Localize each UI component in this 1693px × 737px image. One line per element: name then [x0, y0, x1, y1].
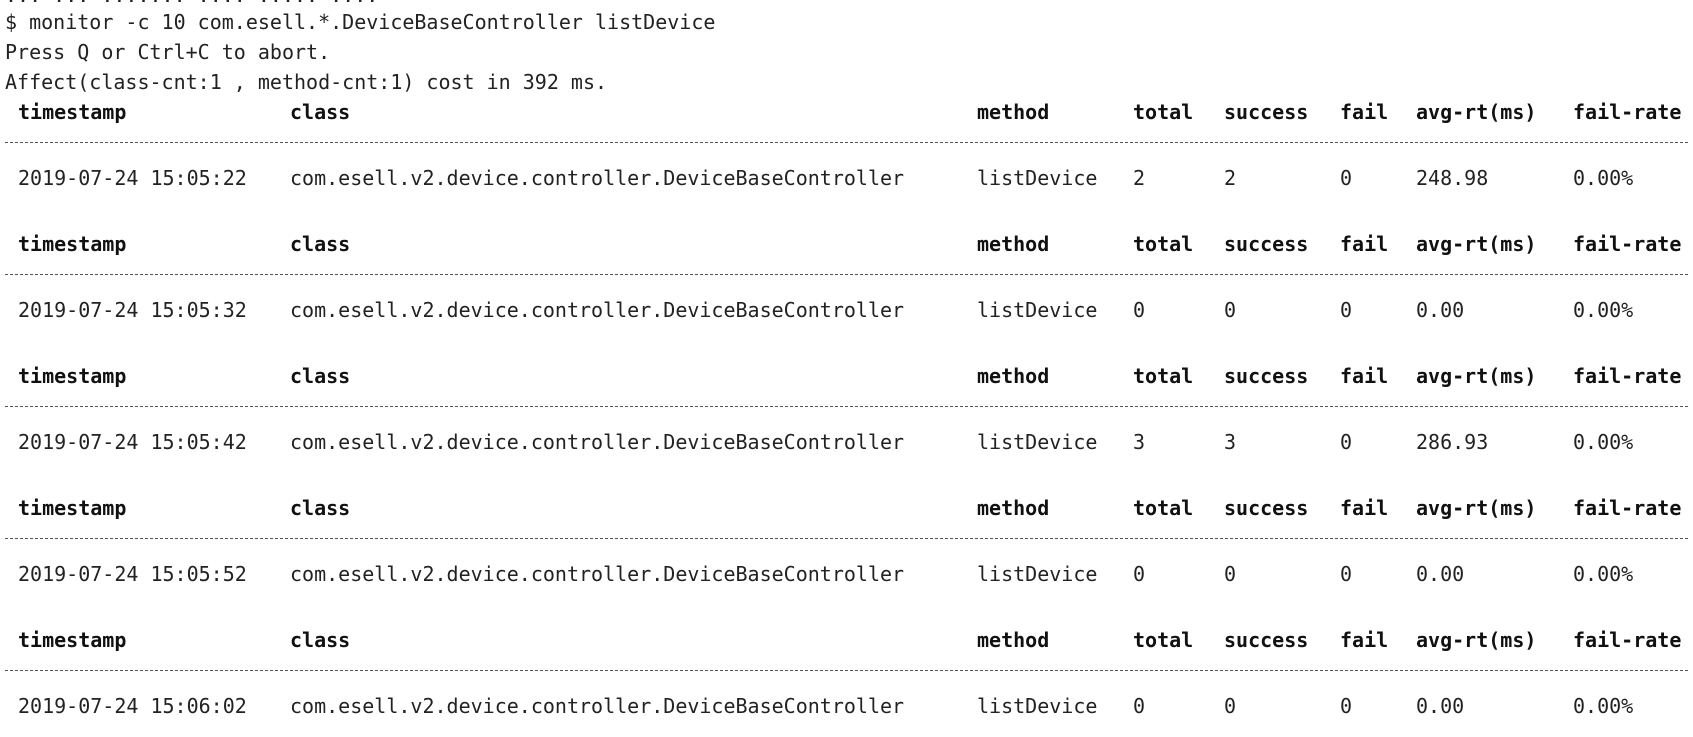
cell-timestamp: 2019-07-24 15:06:02 [18, 694, 247, 718]
column-header-avg-rt: avg-rt(ms) [1416, 496, 1537, 520]
column-header-total: total [1133, 364, 1194, 388]
cell-avg-rt: 286.93 [1416, 430, 1489, 454]
cell-class: com.esell.v2.device.controller.DeviceBas… [290, 694, 905, 718]
dashed-separator [5, 406, 1688, 407]
column-header-class: class [290, 496, 351, 520]
column-header-class: class [290, 100, 351, 124]
cell-success: 0 [1224, 694, 1237, 718]
command-line: $ monitor -c 10 com.esell.*.DeviceBaseCo… [5, 10, 716, 34]
column-header-total: total [1133, 628, 1194, 652]
column-header-timestamp: timestamp [18, 100, 127, 124]
cell-method: listDevice [977, 298, 1098, 322]
cell-fail-rate: 0.00% [1573, 298, 1634, 322]
cell-class: com.esell.v2.device.controller.DeviceBas… [290, 298, 905, 322]
column-header-class: class [290, 364, 351, 388]
abort-hint: Press Q or Ctrl+C to abort. [5, 40, 331, 64]
cell-fail-rate: 0.00% [1573, 694, 1634, 718]
column-header-fail: fail [1340, 232, 1389, 256]
cell-fail-rate: 0.00% [1573, 562, 1634, 586]
column-header-timestamp: timestamp [18, 232, 127, 256]
cell-avg-rt: 0.00 [1416, 694, 1465, 718]
column-header-total: total [1133, 100, 1194, 124]
cell-total: 2 [1133, 166, 1146, 190]
column-header-timestamp: timestamp [18, 628, 127, 652]
cell-success: 0 [1224, 562, 1237, 586]
cell-class: com.esell.v2.device.controller.DeviceBas… [290, 166, 905, 190]
cell-fail: 0 [1340, 298, 1353, 322]
column-header-avg-rt: avg-rt(ms) [1416, 100, 1537, 124]
column-header-avg-rt: avg-rt(ms) [1416, 232, 1537, 256]
cell-timestamp: 2019-07-24 15:05:42 [18, 430, 247, 454]
cell-class: com.esell.v2.device.controller.DeviceBas… [290, 430, 905, 454]
cell-success: 3 [1224, 430, 1237, 454]
cell-method: listDevice [977, 430, 1098, 454]
column-header-fail-rate: fail-rate [1573, 496, 1682, 520]
cell-fail: 0 [1340, 430, 1353, 454]
cell-timestamp: 2019-07-24 15:05:22 [18, 166, 247, 190]
cell-fail: 0 [1340, 694, 1353, 718]
cell-fail-rate: 0.00% [1573, 166, 1634, 190]
cell-total: 0 [1133, 562, 1146, 586]
dashed-separator [5, 274, 1688, 275]
cell-success: 0 [1224, 298, 1237, 322]
column-header-fail: fail [1340, 100, 1389, 124]
cell-total: 0 [1133, 298, 1146, 322]
column-header-fail-rate: fail-rate [1573, 628, 1682, 652]
affect-summary: Affect(class-cnt:1 , method-cnt:1) cost … [5, 70, 608, 94]
cut-off-line: ... ... ....... .... ..... .... [5, 0, 378, 7]
column-header-avg-rt: avg-rt(ms) [1416, 364, 1537, 388]
column-header-fail-rate: fail-rate [1573, 232, 1682, 256]
column-header-class: class [290, 628, 351, 652]
column-header-success: success [1224, 232, 1309, 256]
column-header-method: method [977, 628, 1050, 652]
column-header-total: total [1133, 232, 1194, 256]
column-header-class: class [290, 232, 351, 256]
column-header-timestamp: timestamp [18, 364, 127, 388]
cell-timestamp: 2019-07-24 15:05:32 [18, 298, 247, 322]
column-header-method: method [977, 100, 1050, 124]
cell-fail: 0 [1340, 166, 1353, 190]
column-header-method: method [977, 496, 1050, 520]
cell-fail: 0 [1340, 562, 1353, 586]
column-header-success: success [1224, 496, 1309, 520]
column-header-fail: fail [1340, 364, 1389, 388]
column-header-method: method [977, 232, 1050, 256]
column-header-fail-rate: fail-rate [1573, 100, 1682, 124]
cell-method: listDevice [977, 166, 1098, 190]
dashed-separator [5, 670, 1688, 671]
column-header-fail: fail [1340, 628, 1389, 652]
cell-avg-rt: 0.00 [1416, 298, 1465, 322]
cell-timestamp: 2019-07-24 15:05:52 [18, 562, 247, 586]
column-header-timestamp: timestamp [18, 496, 127, 520]
column-header-avg-rt: avg-rt(ms) [1416, 628, 1537, 652]
cell-total: 0 [1133, 694, 1146, 718]
cell-avg-rt: 0.00 [1416, 562, 1465, 586]
column-header-success: success [1224, 628, 1309, 652]
cell-method: listDevice [977, 562, 1098, 586]
cell-fail-rate: 0.00% [1573, 430, 1634, 454]
dashed-separator [5, 142, 1688, 143]
column-header-success: success [1224, 364, 1309, 388]
column-header-success: success [1224, 100, 1309, 124]
cell-method: listDevice [977, 694, 1098, 718]
cell-total: 3 [1133, 430, 1146, 454]
column-header-total: total [1133, 496, 1194, 520]
column-header-fail: fail [1340, 496, 1389, 520]
cell-success: 2 [1224, 166, 1237, 190]
column-header-fail-rate: fail-rate [1573, 364, 1682, 388]
cell-avg-rt: 248.98 [1416, 166, 1489, 190]
cell-class: com.esell.v2.device.controller.DeviceBas… [290, 562, 905, 586]
dashed-separator [5, 538, 1688, 539]
column-header-method: method [977, 364, 1050, 388]
